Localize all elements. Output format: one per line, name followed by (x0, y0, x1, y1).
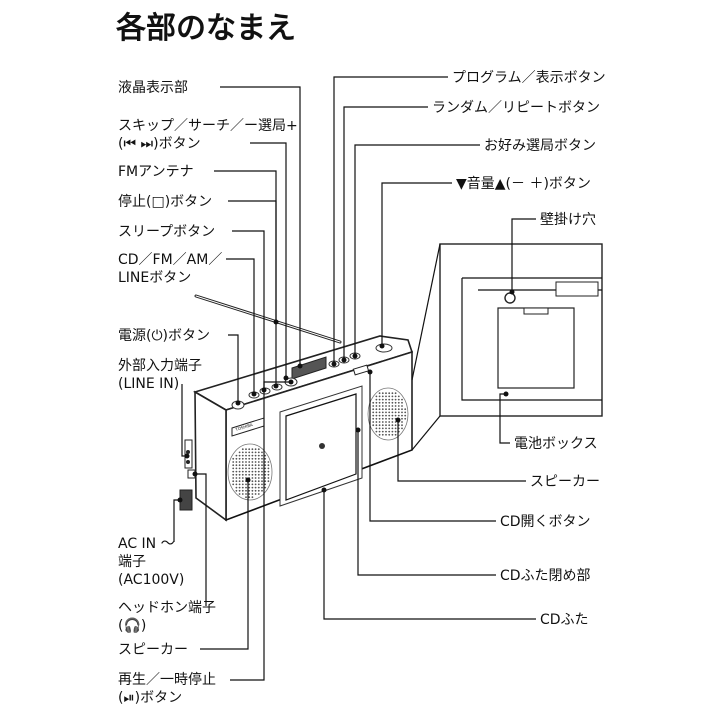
label-random: ランダム／リピートボタン (432, 100, 600, 116)
label-preset: お好み選局ボタン (484, 138, 596, 154)
lcd-display (291, 356, 327, 380)
label-fm-antenna: FMアンテナ (118, 164, 194, 180)
label-speaker-left: スピーカー (118, 642, 188, 658)
label-cd-lid: CDふた (540, 612, 589, 628)
label-cd-lid-close: CDふた閉め部 (500, 568, 591, 584)
label-stop: 停止(□)ボタン (118, 193, 212, 210)
label-program: プログラム／表示ボタン (452, 70, 606, 86)
speaker-right (367, 387, 409, 441)
label-play-line1: 再生／一時停止 (118, 671, 216, 688)
battery-box[interactable] (497, 307, 575, 389)
page-title: 各部のなまえ (115, 11, 296, 46)
label-ac-in-line2: 端子 (118, 554, 146, 570)
device-side (194, 390, 227, 522)
label-sleep: スリープボタン (118, 224, 215, 240)
label-volume: ▼音量▲(－ ＋)ボタン (456, 175, 591, 192)
right-labels: プログラム／表示ボタン ランダム／リピートボタン お好み選局ボタン ▼音量▲(－… (321, 70, 606, 628)
speaker-left (227, 443, 273, 501)
label-ext-in-line1: 外部入力端子 (118, 358, 202, 374)
label-source-line2: LINEボタン (118, 270, 191, 286)
label-lcd: 液晶表示部 (118, 80, 188, 96)
label-headphone-line2: (🎧) (118, 617, 146, 634)
label-skip-line2: (⏮ ⏭)ボタン (118, 136, 201, 152)
left-labels: 液晶表示部 スキップ／サーチ／ー選局+ (⏮ ⏭)ボタン FMアンテナ 停止(□… (118, 80, 303, 706)
cd-open-button[interactable] (352, 364, 370, 376)
label-play-line2: (⏯)ボタン (118, 690, 182, 706)
label-cd-open: CD開くボタン (500, 514, 591, 530)
radio-device: TOSHIBA (179, 294, 414, 522)
label-ac-in-line3: (AC100V) (118, 572, 184, 588)
label-power: 電源(⏻)ボタン (118, 328, 210, 344)
brand-logo: TOSHIBA (234, 422, 254, 432)
wall-hook-hole (504, 292, 516, 304)
label-source-line1: CD／FM／AM／ (118, 252, 222, 268)
label-wall-hole: 壁掛け穴 (540, 212, 596, 228)
label-ac-in-line1: AC IN ～ (118, 536, 175, 552)
label-headphone-line1: ヘッドホン端子 (118, 600, 216, 616)
label-speaker-right: スピーカー (530, 474, 600, 490)
label-ext-in-line2: (LINE IN) (118, 376, 179, 392)
label-battery-box: 電池ボックス (514, 436, 598, 452)
label-skip-line1: スキップ／サーチ／ー選局+ (118, 118, 298, 134)
rear-inset (411, 243, 603, 451)
